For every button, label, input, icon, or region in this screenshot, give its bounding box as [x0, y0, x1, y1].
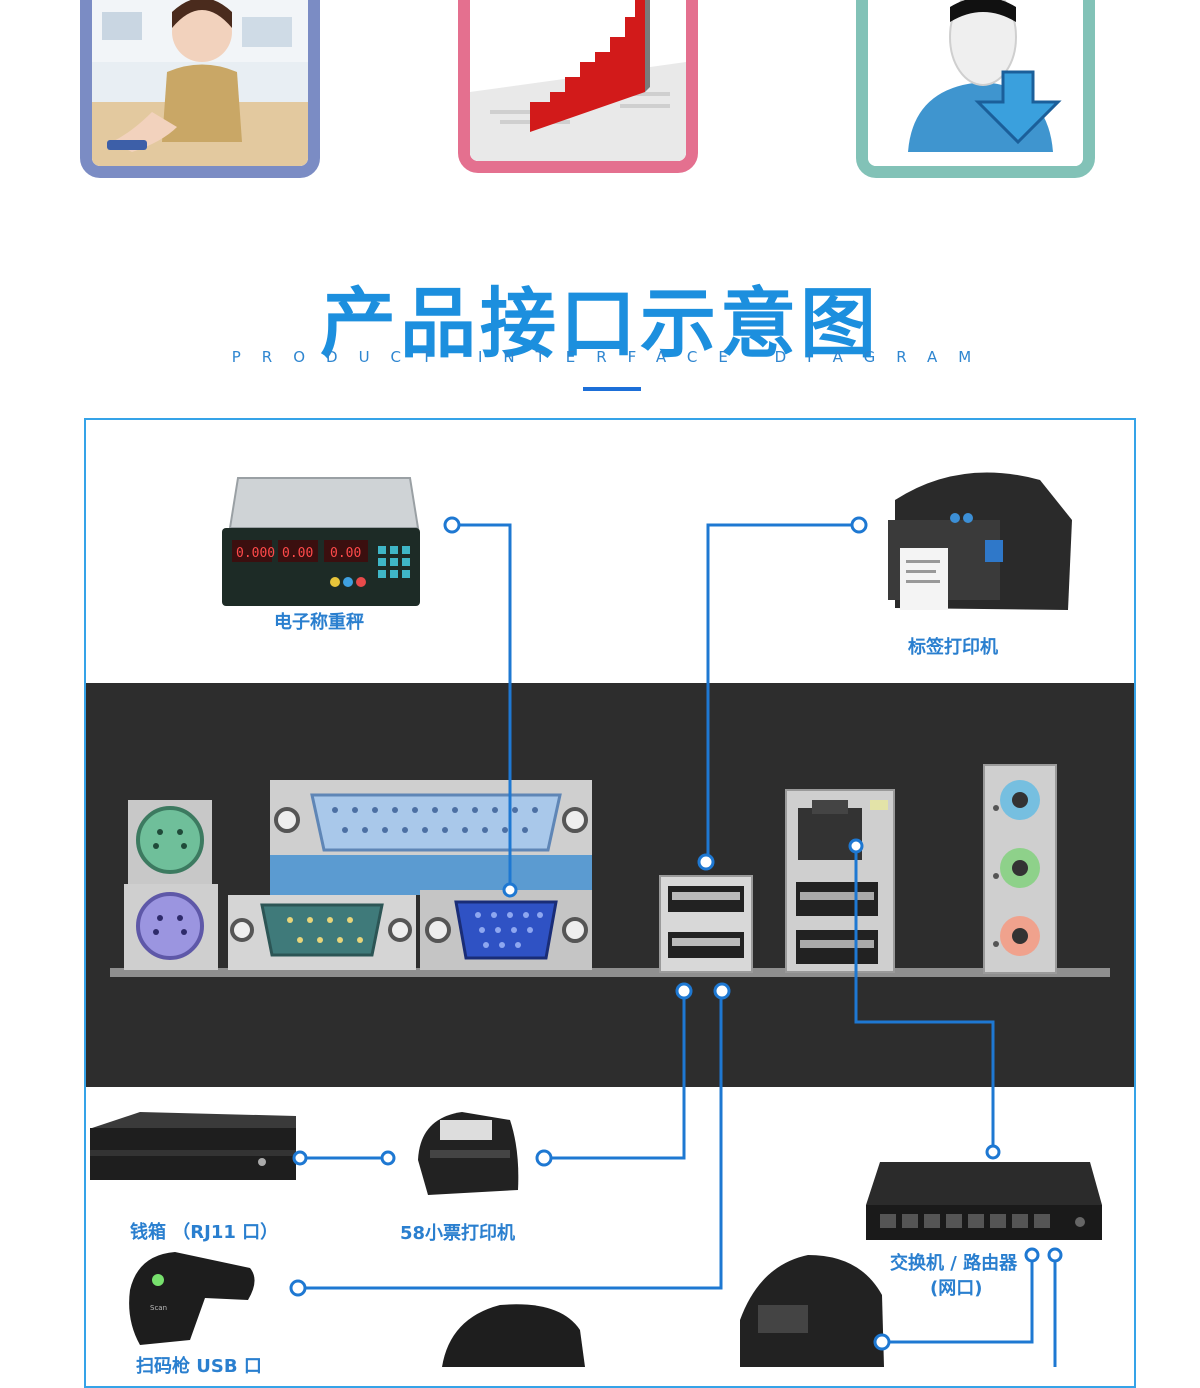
wire-switch-out-1 [888, 1262, 1034, 1344]
svg-text:Scan: Scan [150, 1304, 167, 1312]
usb-ports-icon [659, 875, 753, 973]
switch-router-device-icon [866, 1162, 1102, 1240]
serial-port-icon [228, 895, 416, 970]
photo-frame-cleaning [80, 0, 320, 178]
photo-frame-user [856, 0, 1095, 178]
parallel-port-icon [270, 780, 592, 895]
scanner-device-icon: Scan [129, 1252, 255, 1345]
receipt-printer-device-icon [418, 1112, 519, 1195]
switch-router-label: 交换机 / 路由器 [890, 1253, 1018, 1274]
scale-device-icon: 0.000 0.00 0.00 [222, 477, 420, 606]
vga-port-icon [420, 890, 592, 970]
user-download-icon [868, 0, 1083, 166]
receipt-printer-label: 58小票打印机 [400, 1223, 516, 1244]
label-printer-label: 标签打印机 [908, 637, 998, 658]
wire-switch [854, 852, 995, 1145]
scale-label: 电子称重秤 [274, 612, 364, 633]
wire-label-printer [706, 523, 851, 855]
switch-router-port-label: (网口) [930, 1278, 983, 1299]
wire-scanner [305, 998, 723, 1290]
bottom-printer-left-icon [442, 1304, 585, 1367]
label-printer-device-icon [888, 472, 1072, 610]
title-underline [583, 387, 641, 391]
io-shield [110, 764, 1110, 977]
cash-drawer-device-icon [90, 1112, 296, 1180]
svg-text:0.000: 0.000 [236, 546, 275, 561]
photo-frame-chart [458, 0, 698, 173]
shield-base [110, 968, 1110, 977]
page-title: 产品接口示意图 [320, 279, 880, 368]
wire-scale [459, 523, 512, 884]
performance-chart-photo [470, 0, 686, 161]
svg-text:0.00: 0.00 [282, 546, 313, 561]
connection-wires [300, 523, 1057, 1367]
scanner-label: 扫码枪 USB 口 [136, 1356, 262, 1377]
rear-io-panel [86, 683, 1134, 1087]
svg-text:0.00: 0.00 [330, 546, 361, 561]
wire-endpoints [289, 516, 1063, 1351]
wire-receipt-printer [551, 998, 686, 1160]
cash-drawer-label: 钱箱 （RJ11 口） [130, 1222, 279, 1243]
page-subtitle: PRODUCT INTERFACE DIAGRAM [231, 348, 993, 366]
cleaning-staff-photo [92, 0, 308, 166]
lan-usb-block-icon [785, 789, 895, 973]
bottom-printer-right-icon [740, 1255, 884, 1367]
ps2-ports-icon [124, 800, 218, 970]
audio-jacks-icon [983, 764, 1057, 974]
